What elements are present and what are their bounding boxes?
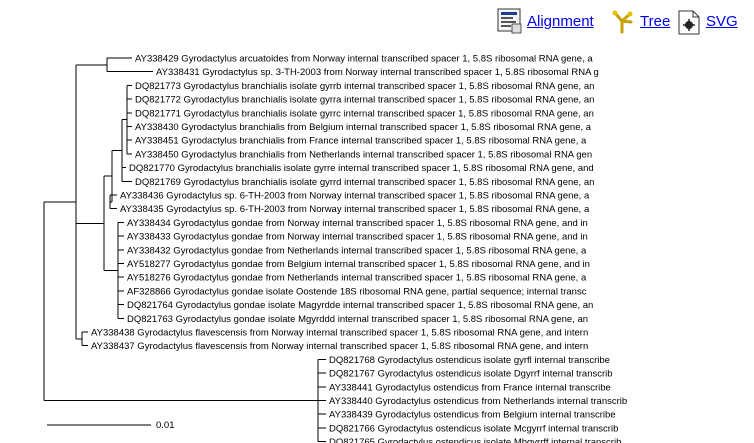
svg-button[interactable]: SVG [676,8,754,36]
leaf-label[interactable]: DQ821765 Gyrodactylus ostendicus isolate… [329,437,621,443]
leaf-label[interactable]: AY338431 Gyrodactylus sp. 3-TH-2003 from… [156,67,599,78]
leaf-label[interactable]: AY338429 Gyrodactylus arcuatoides from N… [135,54,593,65]
leaf-label[interactable]: DQ821768 Gyrodactylus ostendicus isolate… [329,355,610,366]
leaf-label[interactable]: AY338435 Gyrodactylus sp. 6-TH-2003 from… [120,204,590,215]
svg-icon [678,10,700,35]
leaf-label[interactable]: AY338436 Gyrodactylus sp. 6-TH-2003 from… [120,191,590,202]
leaf-label[interactable]: DQ821767 Gyrodactylus ostendicus isolate… [329,369,613,380]
leaf-label[interactable]: AY518276 Gyrodactylus gondae from Nether… [127,273,587,284]
leaf-label[interactable]: AY338434 Gyrodactylus gondae from Norway… [127,218,588,229]
leaf-label[interactable]: DQ821770 Gyrodactylus branchialis isolat… [129,163,594,174]
alignment-icon [497,8,522,34]
leaf-label[interactable]: AY338451 Gyrodactylus branchialis from F… [135,136,587,147]
leaf-label[interactable]: DQ821766 Gyrodactylus ostendicus isolate… [329,423,618,434]
leaf-label[interactable]: DQ821764 Gyrodactylus gondae isolate Mag… [127,300,593,311]
leaf-label[interactable]: DQ821773 Gyrodactylus branchialis isolat… [135,81,594,92]
leaf-label[interactable]: DQ821772 Gyrodactylus branchialis isolat… [135,95,594,106]
leaf-label[interactable]: AY338450 Gyrodactylus branchialis from N… [135,149,592,160]
leaf-label[interactable]: AF328866 Gyrodactylus gondae isolate Oos… [127,286,587,297]
leaf-label[interactable]: AY338432 Gyrodactylus gondae from Nether… [127,245,587,256]
toolbar: Alignment Tree SVG [0,0,754,40]
alignment-button[interactable]: Alignment [497,8,607,36]
leaf-label[interactable]: DQ821771 Gyrodactylus branchialis isolat… [135,108,594,119]
leaf-label[interactable]: AY338437 Gyrodactylus flavescensis from … [91,341,588,352]
leaf-label[interactable]: DQ821769 Gyrodactylus branchialis isolat… [135,177,594,188]
leaf-label[interactable]: AY338441 Gyrodactylus ostendicus from Fr… [329,382,611,393]
leaf-label[interactable]: AY338439 Gyrodactylus ostendicus from Be… [329,410,616,421]
scale-bar-label: 0.01 [156,420,175,431]
tree-link[interactable]: Tree [640,13,671,30]
leaf-label[interactable]: AY338433 Gyrodactylus gondae from Norway… [127,232,588,243]
svg-link[interactable]: SVG [706,13,738,30]
leaf-label[interactable]: AY518277 Gyrodactylus gondae from Belgiu… [127,259,590,270]
leaf-labels: AY338429 Gyrodactylus arcuatoides from N… [91,54,627,443]
leaf-label[interactable]: AY338438 Gyrodactylus flavescensis from … [91,328,588,339]
leaf-label[interactable]: AY338430 Gyrodactylus branchialis from B… [135,122,592,133]
leaf-label[interactable]: DQ821763 Gyrodactylus gondae isolate Mgy… [127,314,588,325]
tree-button[interactable]: Tree [610,8,672,36]
leaf-label[interactable]: AY338440 Gyrodactylus ostendicus from Ne… [329,396,627,407]
alignment-link[interactable]: Alignment [527,13,594,30]
tree-icon [612,10,633,34]
